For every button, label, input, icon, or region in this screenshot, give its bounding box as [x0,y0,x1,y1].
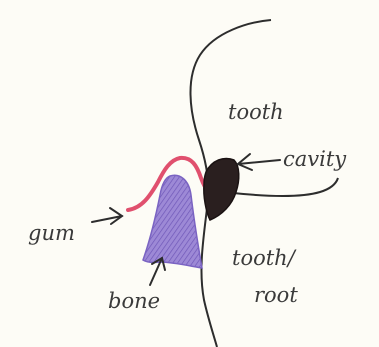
bone-label: bone [108,289,160,313]
tooth-root-outline [201,200,217,347]
cavity-label: cavity [283,147,347,171]
tooth-junction-line [233,178,338,196]
cavity-shape [204,159,239,221]
gum-arrow [92,208,122,224]
tooth-root-label-line1: tooth/ [232,246,297,270]
cavity-arrow [238,154,280,170]
gum-label: gum [28,221,75,245]
tooth-root-label-line2: root [254,283,298,307]
tooth-label: tooth [228,100,284,124]
